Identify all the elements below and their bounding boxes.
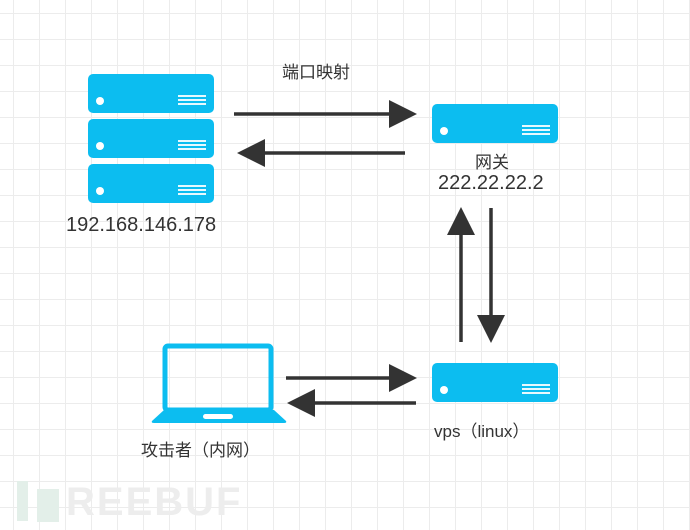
- watermark-logo-bar: [17, 481, 28, 521]
- vps-server-icon: [432, 363, 558, 402]
- gateway-server-icon: [432, 104, 558, 143]
- server-icon: [88, 74, 214, 113]
- vps-label: vps（linux）: [434, 422, 530, 441]
- watermark-logo-block: [37, 489, 59, 522]
- gateway-name: 网关: [475, 153, 509, 172]
- laptop-icon: [151, 343, 287, 423]
- watermark-text: REEBUF: [66, 480, 243, 524]
- port-mapping-label: 端口映射: [282, 63, 350, 82]
- server-icon: [88, 119, 214, 158]
- server-icon: [88, 164, 214, 203]
- attacker-label: 攻击者（内网）: [141, 441, 260, 460]
- watermark: REEBUF: [66, 480, 242, 525]
- gateway-ip: 222.22.22.2: [438, 172, 544, 194]
- internal-server-label: 192.168.146.178: [66, 214, 217, 236]
